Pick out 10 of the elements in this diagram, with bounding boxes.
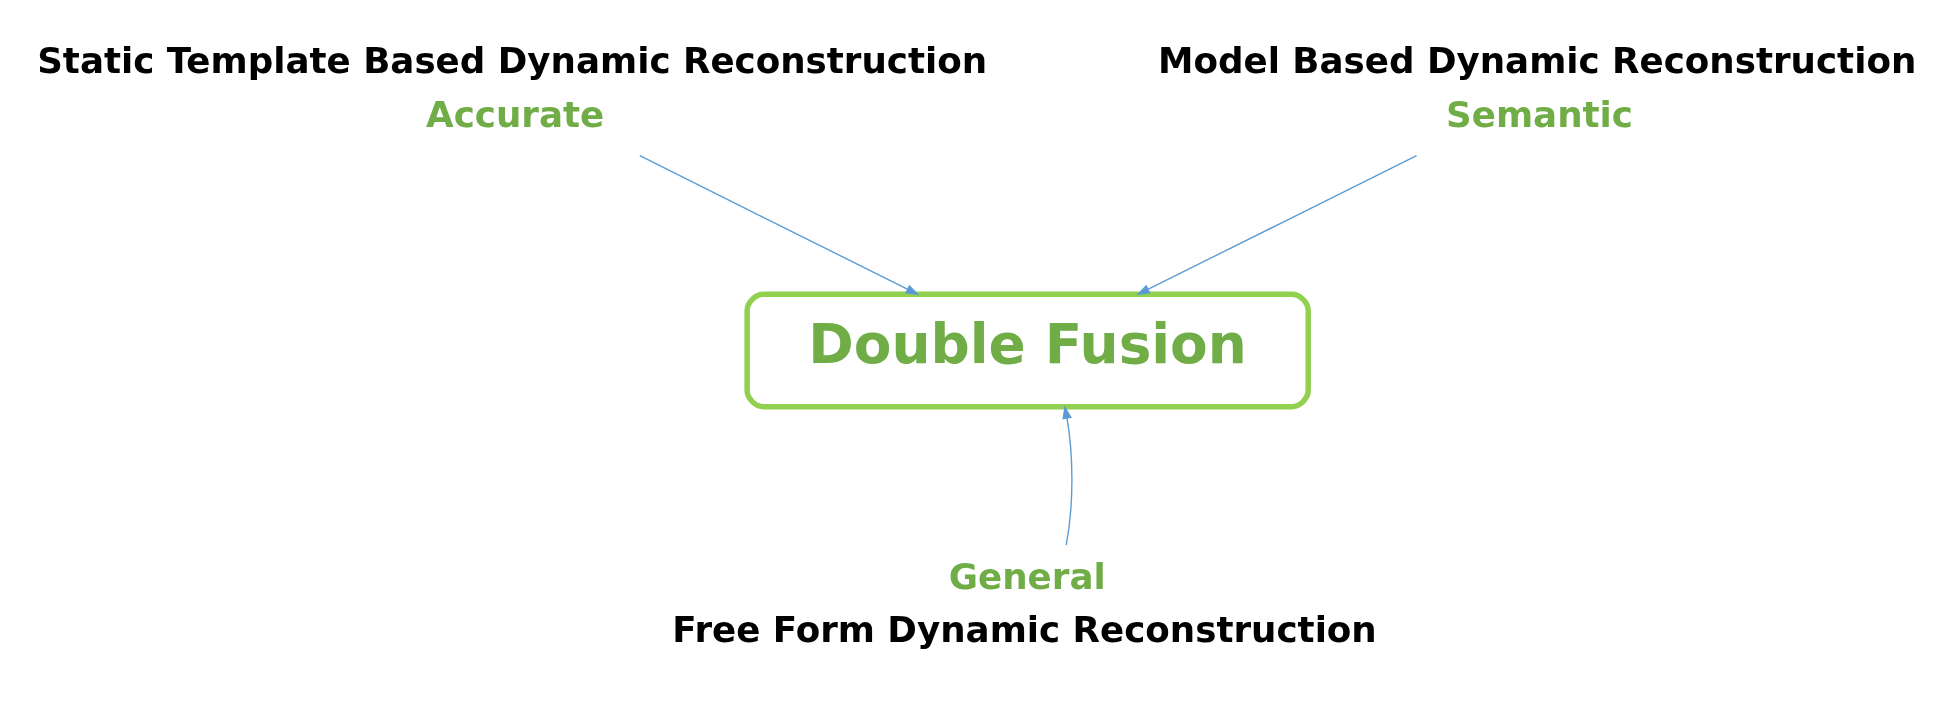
node-box: Double Fusion [744,291,1311,410]
node-label: Free Form Dynamic Reconstruction [672,609,1377,651]
node-text: General [948,555,1106,597]
node-label: Static Template Based Dynamic Reconstruction [37,40,988,82]
node-label: Model Based Dynamic Reconstruction [1158,40,1917,82]
arrow [1136,155,1418,296]
node-text: Accurate [426,93,605,135]
node-text: Semantic [1446,93,1633,135]
arrow [639,155,920,296]
arrow [1062,405,1073,546]
